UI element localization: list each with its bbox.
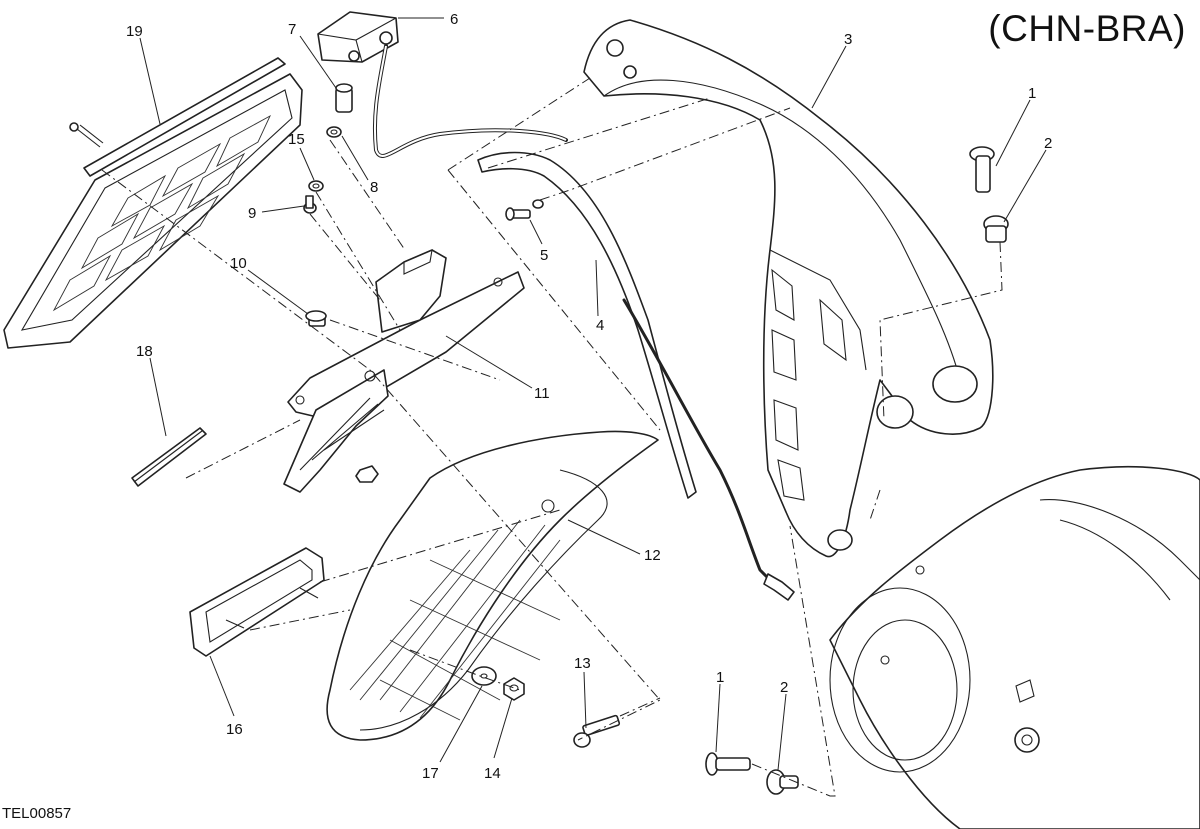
screw-9 (303, 195, 317, 214)
callout-14: 14 (484, 765, 501, 782)
spacer-2-lower (766, 769, 799, 795)
assembly-lines (101, 77, 1003, 797)
reflector-16 (189, 547, 325, 657)
callout-15: 15 (288, 131, 305, 148)
leader-lines (139, 17, 1047, 771)
callout-7: 7 (288, 21, 296, 38)
callout-19: 19 (126, 23, 143, 40)
callout-1-lower: 1 (716, 669, 724, 686)
callout-1-upper: 1 (1028, 85, 1036, 102)
rear-mudguard (326, 430, 659, 741)
callout-numbers: 19 7 6 3 1 2 15 8 9 5 10 4 18 11 12 13 1… (126, 11, 1052, 782)
plate-holder-bracket (283, 249, 525, 493)
callout-18: 18 (136, 343, 153, 360)
callout-8: 8 (370, 179, 378, 196)
callout-2-upper: 2 (1044, 135, 1052, 152)
license-plate (3, 57, 303, 349)
callout-6: 6 (450, 11, 458, 28)
spacer-2-upper (983, 215, 1009, 243)
turn-signal-cable (622, 298, 774, 584)
plate-light-connector (317, 11, 399, 63)
spacer-7 (335, 83, 353, 113)
light-cable-inner (373, 45, 567, 157)
nut-14 (503, 677, 525, 701)
callout-10: 10 (230, 255, 247, 272)
screw-13 (573, 714, 621, 748)
bracket-nut (355, 465, 379, 483)
callout-9: 9 (248, 205, 256, 222)
light-cable (372, 44, 568, 158)
callout-11: 11 (534, 385, 550, 402)
callout-4: 4 (596, 317, 604, 334)
screw-1-lower (705, 752, 751, 776)
callout-2-lower: 2 (780, 679, 788, 696)
reflector-18 (131, 427, 207, 487)
drawing-code: TEL00857 (2, 805, 72, 822)
callout-3: 3 (844, 31, 852, 48)
screw-1-upper (969, 146, 995, 193)
washer-15 (308, 180, 324, 192)
washer-8 (326, 126, 342, 138)
cable-connector (763, 573, 795, 601)
region-title: (CHN-BRA) (988, 8, 1186, 49)
callout-16: 16 (226, 721, 243, 738)
screw-10 (305, 310, 327, 327)
mudguard-rail-4 (477, 151, 697, 499)
plate-screw (69, 122, 104, 148)
callout-12: 12 (644, 547, 661, 564)
washer-17 (471, 666, 497, 686)
callout-17: 17 (422, 765, 439, 782)
frame-housing (829, 465, 1200, 829)
callout-5: 5 (540, 247, 548, 264)
callout-13: 13 (574, 655, 591, 672)
screw-5 (505, 199, 544, 221)
rear-subframe (583, 19, 994, 558)
